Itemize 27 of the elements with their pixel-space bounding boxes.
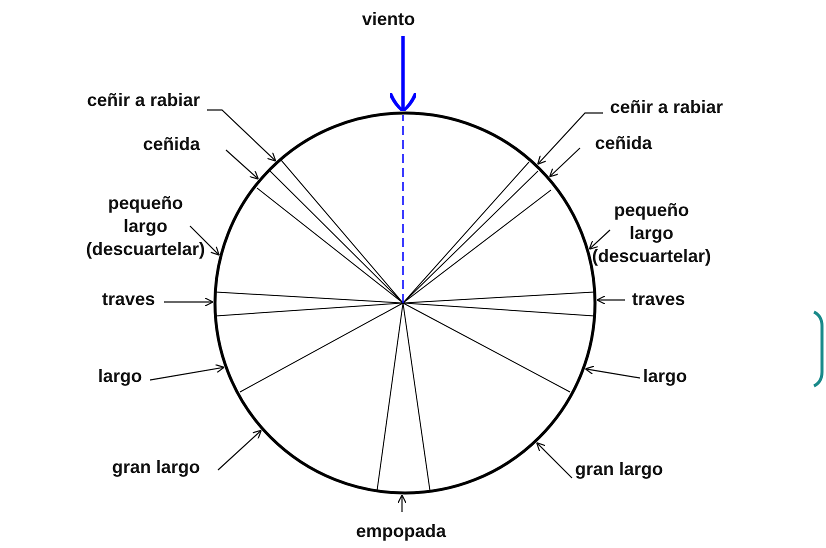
leader-arrow bbox=[549, 148, 580, 178]
point-of-sail-label: ceñida bbox=[142, 133, 200, 155]
point-of-sail-label: gran largo bbox=[575, 458, 664, 480]
leader-arrow bbox=[536, 442, 572, 478]
point-of-sail-label: largo bbox=[98, 365, 142, 387]
point-of-sail-label: pequeño largo (descuartelar) bbox=[592, 199, 712, 268]
leader-arrow bbox=[164, 297, 214, 307]
point-of-sail-label: empopada bbox=[356, 520, 446, 542]
point-of-sail-label: pequeño largo (descuartelar) bbox=[86, 192, 205, 261]
point-of-sail-label: traves bbox=[632, 288, 686, 310]
point-of-sail-label: ceñir a rabiar bbox=[610, 96, 724, 118]
point-of-sail-label: largo bbox=[643, 365, 688, 387]
leader-arrow bbox=[596, 295, 625, 305]
leader-arrow bbox=[190, 226, 220, 256]
point-of-sail-label: ceñir a rabiar bbox=[86, 89, 200, 111]
wind-label: viento bbox=[362, 8, 416, 30]
leader-arrow bbox=[537, 112, 603, 165]
leader-arrow bbox=[584, 366, 640, 379]
leader-arrow bbox=[207, 109, 276, 162]
leader-arrow bbox=[397, 494, 407, 512]
leader-arrow bbox=[150, 364, 225, 381]
leader-arrow bbox=[218, 430, 262, 470]
point-of-sail-label: traves bbox=[102, 288, 155, 310]
leader-arrow bbox=[226, 150, 259, 180]
point-of-sail-label: gran largo bbox=[112, 456, 200, 478]
leader-arrow bbox=[588, 230, 610, 250]
point-of-sail-label: ceñida bbox=[595, 132, 652, 154]
